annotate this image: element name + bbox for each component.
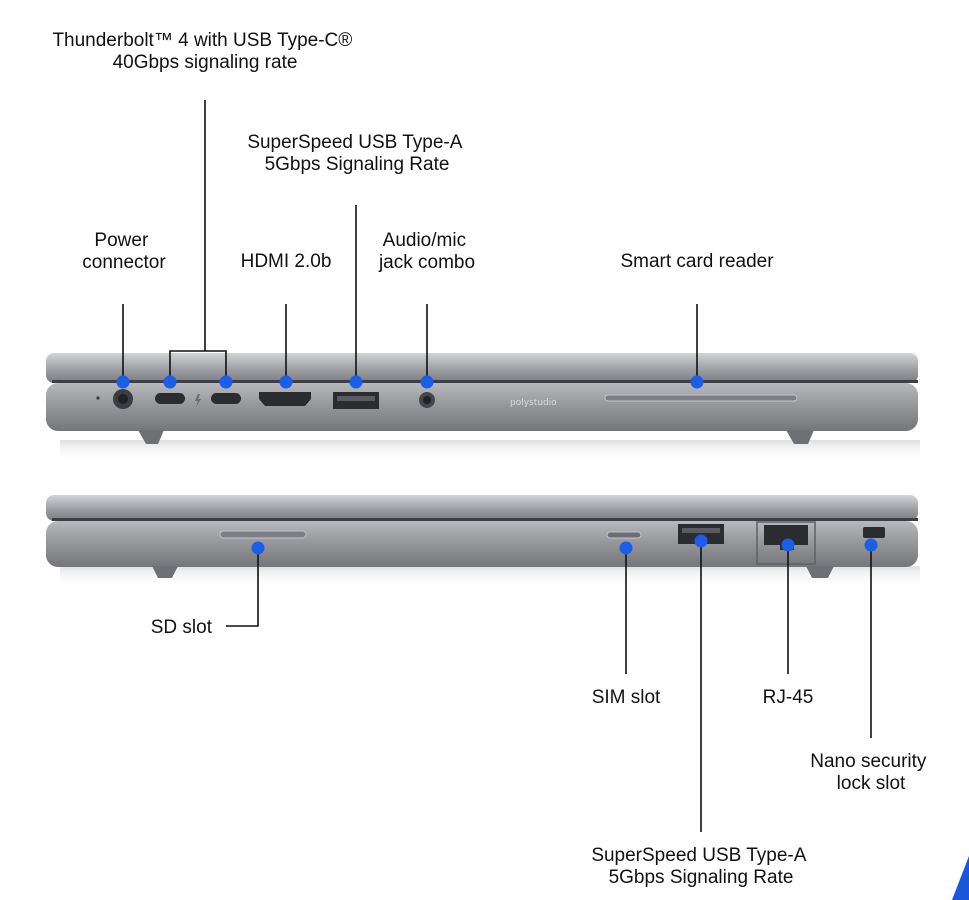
lid-seam (52, 380, 918, 383)
power-led-icon (96, 396, 100, 400)
port-markers (116, 375, 878, 555)
label-hdmi: HDMI 2.0b (241, 251, 332, 272)
lid-seam (52, 518, 918, 521)
label-rj45: RJ-45 (763, 687, 814, 708)
port-dot-icon (251, 541, 265, 555)
rubber-foot (786, 430, 814, 444)
label-audio: Audio/mic jack combo (378, 230, 475, 273)
hdmi-port (259, 392, 311, 406)
port-dot-icon (420, 375, 434, 389)
port-labels: Thunderbolt™ 4 with USB Type-C® 40Gbps s… (52, 30, 931, 888)
label-sd-slot: SD slot (151, 617, 213, 638)
port-dot-icon (694, 534, 708, 548)
port-dot-icon (619, 541, 633, 555)
rubber-foot (152, 566, 178, 578)
port-dot-icon (781, 538, 795, 552)
port-dot-icon (690, 375, 704, 389)
leader-line-thunderbolt (169, 100, 227, 382)
rubber-foot (806, 566, 834, 578)
label-power: Power connector (82, 230, 166, 273)
sd-card-slot (219, 530, 307, 539)
laptop-shadow (60, 566, 920, 588)
laptop-base (46, 383, 918, 431)
smart-card-slot (604, 394, 798, 402)
leader-line-sd (226, 548, 259, 627)
label-nano-lock: Nano security lock slot (810, 751, 931, 794)
port-dot-icon (116, 375, 130, 389)
laptop-lid (46, 495, 918, 521)
usb-c-port (211, 393, 241, 404)
port-dot-icon (163, 375, 177, 389)
rj45-port-door (756, 521, 816, 565)
nano-lock-port (863, 527, 885, 538)
label-usb-a-top: SuperSpeed USB Type-A 5Gbps Signaling Ra… (247, 132, 466, 175)
laptop-right-side (46, 495, 920, 588)
thunderbolt-icon (195, 394, 201, 407)
corner-logo-icon (952, 856, 969, 900)
label-sim-slot: SIM slot (592, 687, 661, 708)
laptop-lid (46, 353, 918, 383)
rj45-port (764, 525, 808, 545)
rubber-foot (138, 430, 164, 444)
port-dot-icon (864, 538, 878, 552)
laptop-shadow (60, 440, 920, 462)
port-dot-icon (349, 375, 363, 389)
sim-card-slot (606, 531, 642, 539)
port-dot-icon (279, 375, 293, 389)
port-dot-icon (219, 375, 233, 389)
brand-logo: polystudio (510, 398, 557, 408)
label-thunderbolt: Thunderbolt™ 4 with USB Type-C® 40Gbps s… (52, 30, 357, 73)
leader-lines (122, 100, 872, 832)
laptop-left-side: polystudio (46, 353, 920, 462)
usb-c-port (155, 393, 185, 404)
label-usb-a-bottom: SuperSpeed USB Type-A 5Gbps Signaling Ra… (591, 845, 810, 888)
label-smart-card: Smart card reader (620, 251, 774, 272)
